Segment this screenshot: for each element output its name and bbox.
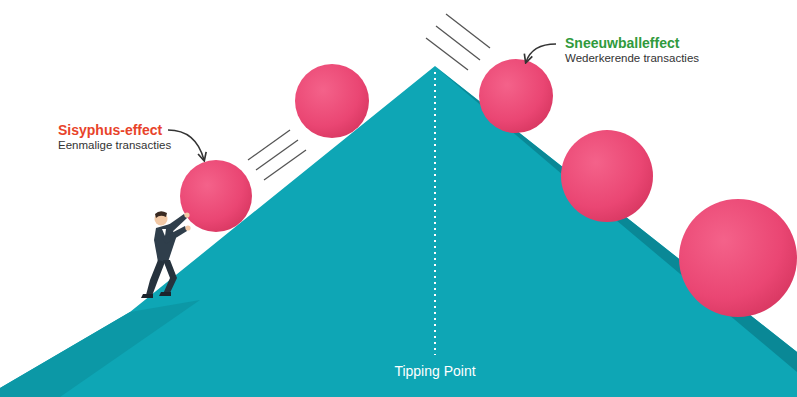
effect-subtitle: Eenmalige transacties bbox=[58, 139, 171, 152]
tipping-line bbox=[434, 72, 436, 355]
balls bbox=[180, 59, 797, 317]
axis-label: Tipping Point bbox=[394, 363, 475, 379]
leader-arrow bbox=[168, 130, 204, 160]
mountain bbox=[0, 66, 797, 397]
effect-title: Sisyphus-effect bbox=[58, 122, 162, 138]
motion-lines bbox=[248, 14, 490, 180]
effect-title: Sneeuwballeffect bbox=[565, 35, 679, 51]
man-figure bbox=[141, 211, 191, 298]
leader-arrow bbox=[526, 44, 556, 62]
effect-subtitle: Wederkerende transacties bbox=[565, 52, 699, 65]
mountain-shade bbox=[0, 300, 200, 397]
